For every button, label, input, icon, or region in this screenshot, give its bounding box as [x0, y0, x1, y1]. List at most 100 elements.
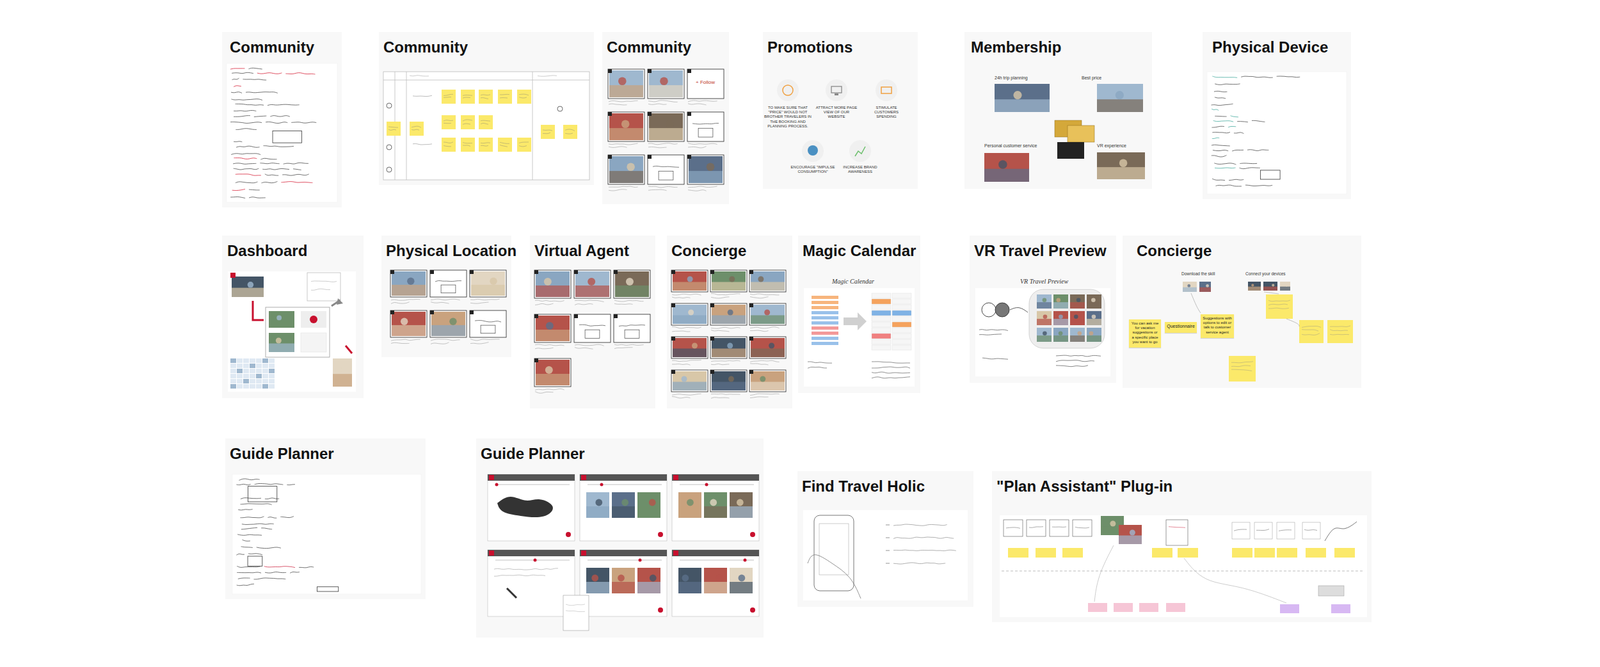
photo	[672, 304, 707, 324]
photo-detail	[648, 499, 656, 507]
scribble	[480, 122, 489, 125]
photo-detail	[621, 120, 630, 129]
scribble	[1256, 529, 1270, 531]
photo	[535, 315, 570, 342]
calendar-cell	[249, 363, 256, 368]
frame-sketch	[440, 284, 456, 294]
storyboard-frame	[647, 69, 685, 99]
mood-panel: Physical Device	[1207, 38, 1347, 194]
photo-detail	[626, 162, 635, 171]
calendar-stripe	[811, 321, 839, 325]
sticky-note	[497, 89, 512, 104]
photo	[984, 152, 1030, 182]
storyboard-frame	[647, 112, 685, 142]
calendar-cell	[249, 378, 256, 384]
arrow-head	[336, 298, 344, 305]
scribble	[236, 565, 260, 568]
panel-ground	[1202, 32, 1352, 200]
storyboard-frame	[608, 112, 645, 142]
sticky-note	[460, 89, 475, 104]
note-label: Download the skill	[1181, 271, 1215, 277]
photo-detail	[535, 285, 570, 297]
sticky-note	[460, 115, 475, 130]
storyboard-frame	[749, 303, 786, 326]
photo-detail	[535, 373, 570, 386]
photo-detail	[681, 574, 689, 582]
scribble	[248, 189, 260, 191]
scribble	[286, 483, 296, 486]
photo	[711, 337, 746, 358]
sketch-box	[1260, 170, 1280, 180]
frame-number-tab	[671, 270, 676, 274]
scribble	[574, 347, 594, 350]
dashboard-paper	[227, 271, 356, 392]
photo-detail	[1285, 284, 1288, 287]
mood-panel: Membership	[968, 38, 1148, 184]
timeline	[587, 560, 662, 561]
icon-ground	[776, 79, 799, 102]
flow-line	[1191, 293, 1201, 313]
calendar-cell	[871, 298, 891, 304]
calendar-cell	[871, 327, 891, 333]
slide	[487, 549, 575, 617]
scribble	[1233, 132, 1244, 134]
sticky-note	[563, 124, 578, 139]
scribble	[480, 97, 489, 100]
scribble	[236, 572, 262, 573]
photo	[1248, 281, 1261, 291]
concierge-flow	[1182, 281, 1353, 382]
scribble	[499, 94, 510, 96]
photo-detail	[1070, 335, 1085, 342]
storyboard-frame	[687, 69, 724, 99]
headset-sketch	[981, 302, 996, 317]
calendar-cell	[256, 363, 262, 368]
calendar-cell	[268, 373, 275, 379]
scribble	[232, 78, 240, 80]
photo-detail	[659, 77, 669, 86]
panel-heading: Magic Calendar	[802, 241, 916, 260]
photo-detail	[672, 348, 707, 358]
photo-detail	[617, 574, 625, 582]
frame-sketch	[698, 128, 713, 137]
storyboard-frame	[534, 314, 571, 343]
scribble	[261, 528, 272, 530]
scribble	[235, 103, 264, 105]
photo	[268, 311, 295, 328]
photo	[1182, 281, 1197, 292]
photo	[637, 492, 661, 518]
scribble	[233, 115, 251, 118]
scribble	[230, 122, 262, 124]
icon-caption: INCREASE BRAND AWARENESS	[838, 165, 882, 175]
scribble	[289, 571, 300, 573]
frame-number-tab	[613, 314, 618, 319]
sight-line	[1009, 307, 1028, 313]
photo	[391, 271, 426, 296]
photo-detail	[1058, 314, 1064, 320]
storyboard	[608, 69, 724, 191]
scribble	[241, 523, 274, 525]
photo-detail	[727, 309, 734, 316]
photo	[609, 70, 644, 98]
calendar-cell	[236, 373, 243, 379]
scribble	[236, 553, 245, 555]
scribble	[293, 168, 302, 171]
frame-number-tab	[534, 314, 539, 319]
slide-bar	[487, 549, 575, 557]
photo	[1070, 327, 1085, 342]
photo-detail	[1053, 302, 1069, 309]
photo-detail	[591, 574, 599, 582]
ticket-icon	[881, 87, 892, 94]
photo-detail	[1086, 318, 1102, 326]
photo	[678, 567, 702, 594]
photo-detail	[336, 366, 342, 373]
scribble	[267, 104, 300, 105]
photo	[1199, 281, 1211, 292]
panel-ground	[798, 235, 921, 393]
scribble	[750, 296, 769, 299]
scribble	[237, 534, 262, 536]
icon-ground	[875, 79, 898, 102]
calendar-cell	[243, 358, 249, 363]
photo-detail	[276, 315, 282, 321]
scribble	[499, 97, 508, 99]
scribble	[672, 293, 702, 296]
